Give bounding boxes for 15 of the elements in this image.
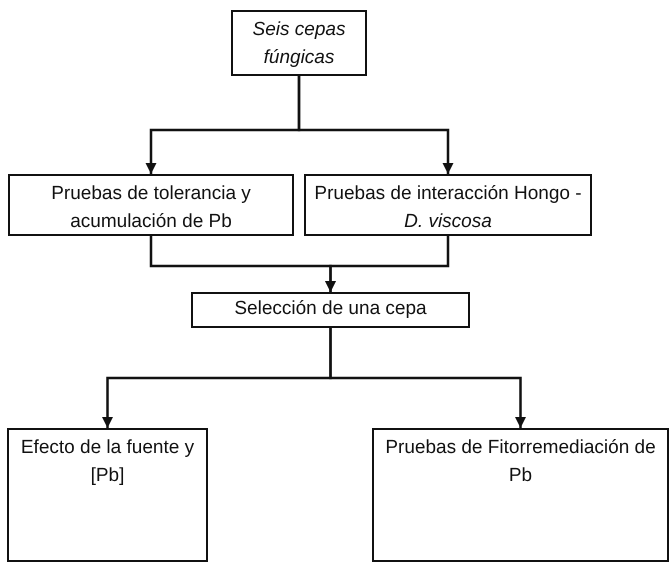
arrow: [298, 76, 454, 174]
box-label: Pruebas de tolerancia y acumulación de Pb: [50, 182, 252, 234]
process-box: [231, 10, 367, 76]
arrow: [325, 236, 450, 292]
process-box: [372, 428, 669, 562]
process-box: [7, 428, 208, 562]
box-label: Seis cepas fúngicas: [252, 18, 346, 70]
box-label: Pruebas de Fitorremediación de Pb: [384, 436, 657, 488]
box-label: Selección de una cepa: [234, 297, 427, 321]
process-box: [304, 174, 592, 236]
process-box: [8, 174, 294, 236]
process-box: [191, 292, 470, 328]
arrow: [329, 328, 526, 428]
box-label: Efecto de la fuente y [Pb]: [20, 436, 196, 488]
box-label: Pruebas de interacción Hongo - D. viscosa: [313, 182, 583, 234]
